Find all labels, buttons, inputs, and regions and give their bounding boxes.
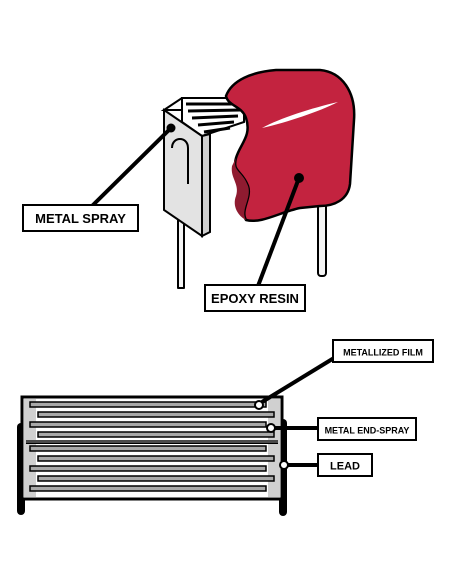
left-lead-loop <box>171 138 189 184</box>
epoxy-resin-shadow <box>231 158 249 220</box>
lead-label: LEAD <box>330 461 360 473</box>
film-edge-lines <box>186 102 241 134</box>
metallized-film-leader <box>260 356 336 404</box>
metal-spray-leader <box>90 126 173 208</box>
metal-spray-label: METAL SPRAY <box>35 211 126 226</box>
separator-band <box>26 440 278 443</box>
metal-end-spray-callout-dot <box>266 423 276 433</box>
film-layer <box>37 475 275 482</box>
film-layer <box>29 421 267 428</box>
epoxy-resin-leader <box>256 177 301 287</box>
epoxy-highlight <box>262 102 338 128</box>
metal-spray-face-edge <box>201 132 211 238</box>
metal-spray-callout: METAL SPRAY <box>22 204 139 232</box>
metallized-film-label: METALLIZED FILM <box>343 348 423 358</box>
film-layers <box>29 401 275 492</box>
metal-end-spray-label: METAL END-SPRAY <box>325 426 410 436</box>
lead-callout-dot <box>279 460 289 470</box>
film-layer <box>29 401 267 408</box>
film-layer <box>37 455 275 462</box>
right-lead <box>317 197 327 277</box>
film-layer <box>37 411 275 418</box>
film-layer <box>29 445 267 452</box>
separator-bands <box>26 440 278 444</box>
epoxy-resin-callout: EPOXY RESIN <box>204 284 306 312</box>
lead-callout: LEAD <box>317 453 373 477</box>
separator-band <box>26 443 278 444</box>
film-layer <box>29 465 267 472</box>
capacitor-3d-illustration: METAL SPRAY EPOXY RESIN <box>22 68 356 312</box>
film-layer <box>37 431 275 438</box>
metallized-film-callout-dot <box>254 400 264 410</box>
metallized-film-callout: METALLIZED FILM <box>332 339 434 363</box>
metal-end-spray-callout: METAL END-SPRAY <box>317 417 417 441</box>
epoxy-resin-label: EPOXY RESIN <box>211 291 299 306</box>
capacitor-cross-section: METALLIZED FILM METAL END-SPRAY LEAD <box>17 339 434 516</box>
film-layer <box>29 485 267 492</box>
